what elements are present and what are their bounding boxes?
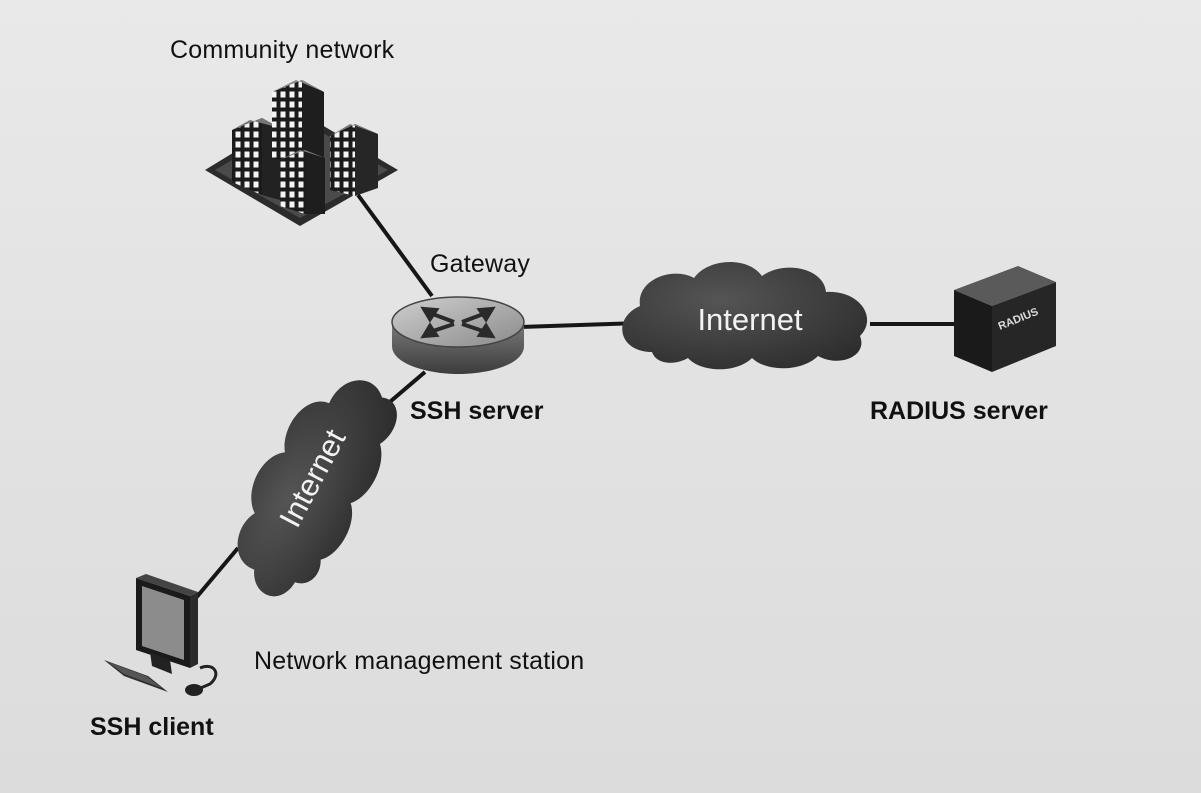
internet-cloud-top: Internet xyxy=(622,261,868,370)
link-community-gateway xyxy=(356,193,434,298)
connection-lines xyxy=(188,193,962,607)
community-network-label: Community network xyxy=(170,36,395,64)
gateway-router-icon xyxy=(391,296,525,374)
internet-top-label: Internet xyxy=(697,302,803,337)
network-management-station-label: Network management station xyxy=(254,647,585,675)
link-gateway-internet-top xyxy=(519,321,641,329)
ssh-client-computer-icon xyxy=(104,574,218,696)
ssh-server-label: SSH server xyxy=(410,397,544,425)
radius-server-label: RADIUS server xyxy=(870,397,1048,425)
ssh-client-label: SSH client xyxy=(90,713,214,741)
internet-cloud-left: Internet xyxy=(237,380,397,597)
community-network-icon xyxy=(205,80,398,226)
gateway-label: Gateway xyxy=(430,250,531,278)
radius-server-icon: RADIUS xyxy=(954,266,1056,372)
